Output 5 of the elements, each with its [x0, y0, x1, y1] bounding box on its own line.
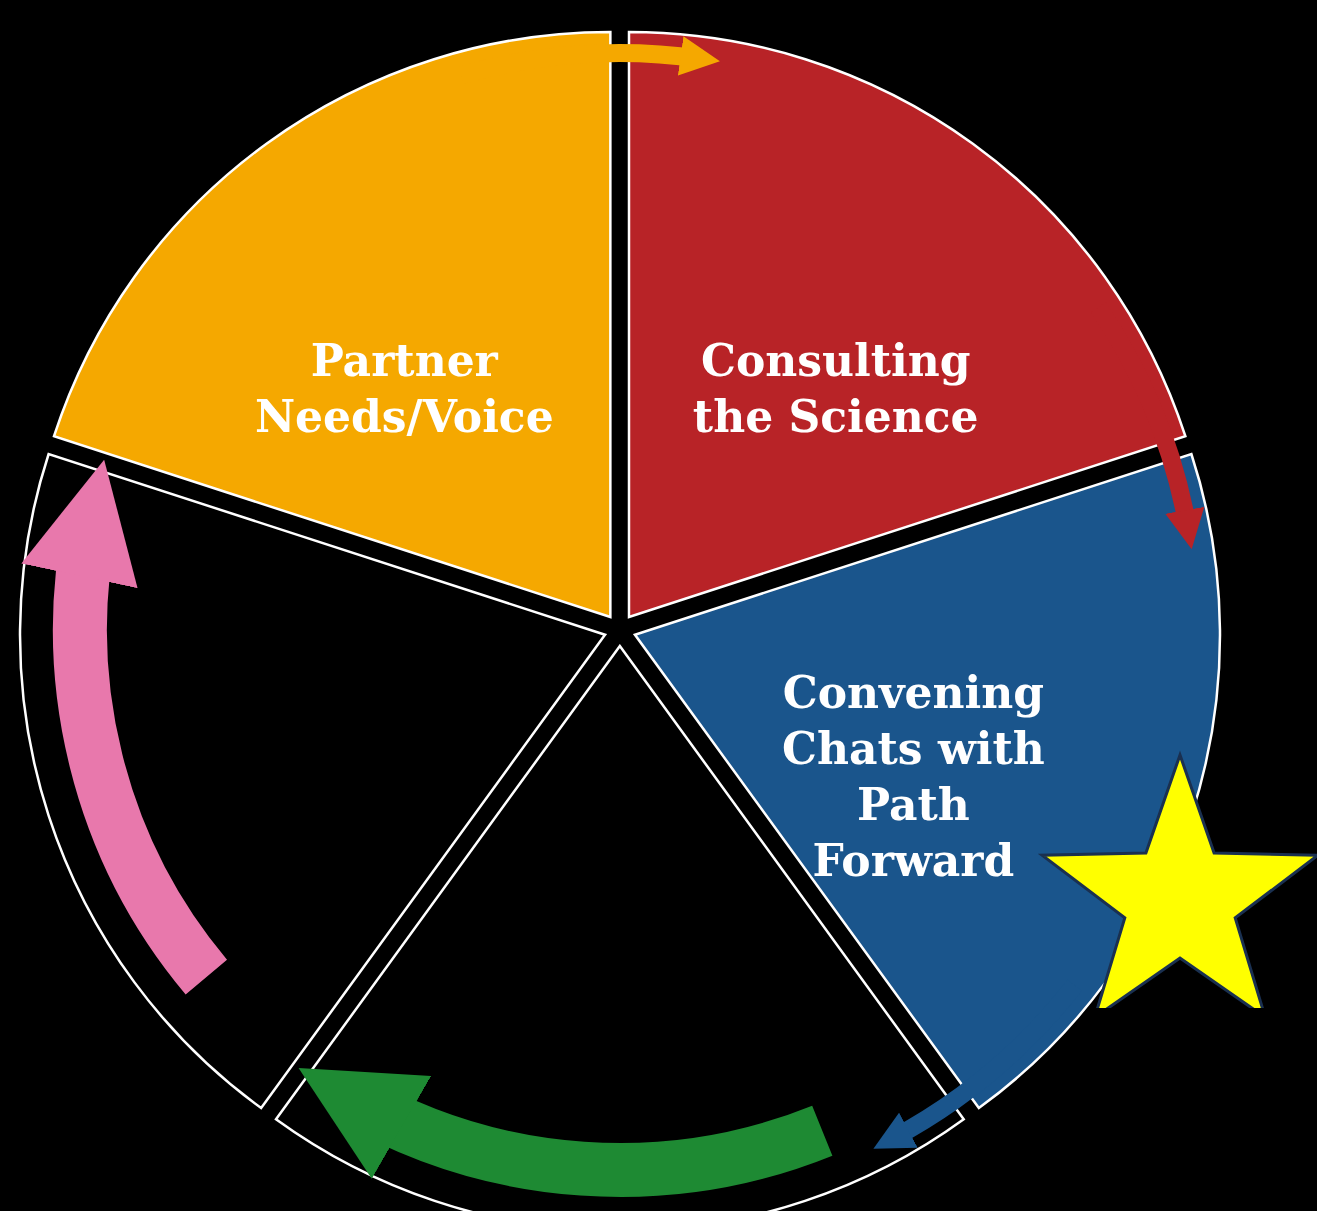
- segment-label: Consulting the Science: [691, 334, 980, 445]
- segment-label: Convening Chats with Path Forward: [780, 666, 1046, 889]
- segment-label: Partner Needs/Voice: [253, 334, 555, 445]
- curved-arrow: [296, 1070, 831, 1197]
- curved-arrow: [24, 458, 229, 994]
